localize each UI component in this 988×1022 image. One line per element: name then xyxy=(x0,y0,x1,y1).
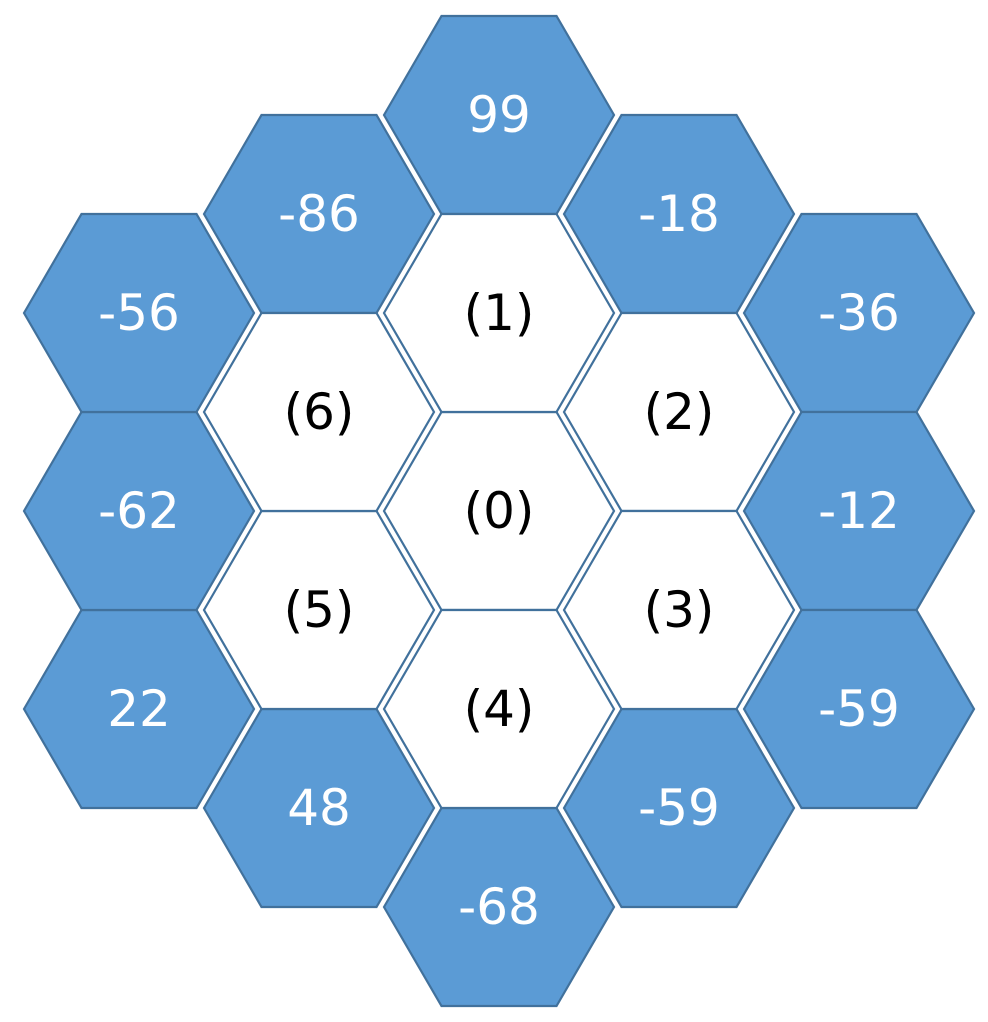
outer-hex-value: -59 xyxy=(638,779,720,837)
inner-hex-label: (0) xyxy=(464,482,535,540)
inner-hex-3: (3) xyxy=(562,509,796,711)
outer-hex-22: 22 xyxy=(22,608,256,810)
outer-hex-shape xyxy=(22,212,256,414)
outer-hex-value: -18 xyxy=(638,185,720,243)
outer-hex-minus-56: -56 xyxy=(22,212,256,414)
outer-hex-value: -68 xyxy=(458,878,540,936)
inner-hex-2: (2) xyxy=(562,311,796,513)
inner-hex-6: (6) xyxy=(202,311,436,513)
outer-hex-minus-62: -62 xyxy=(22,410,256,612)
outer-hex-shape xyxy=(742,608,976,810)
inner-hex-shape xyxy=(562,509,796,711)
outer-hex-minus-68: -68 xyxy=(382,806,616,1008)
outer-hex-minus-86: -86 xyxy=(202,113,436,315)
inner-hex-5: (5) xyxy=(202,509,436,711)
outer-hex-99: 99 xyxy=(382,14,616,216)
inner-hex-shape xyxy=(202,311,436,513)
outer-hex-value: 99 xyxy=(467,86,531,144)
outer-hex-value: -56 xyxy=(98,284,180,342)
outer-hex-value: 22 xyxy=(107,680,171,738)
inner-hex-shape xyxy=(382,212,616,414)
outer-hex-minus-59-right: -59 xyxy=(742,608,976,810)
outer-hex-minus-36: -36 xyxy=(742,212,976,414)
inner-hex-shape xyxy=(382,608,616,810)
outer-hex-value: -62 xyxy=(98,482,180,540)
inner-hex-label: (1) xyxy=(464,284,535,342)
outer-hex-minus-18: -18 xyxy=(562,113,796,315)
outer-hex-minus-59-lower: -59 xyxy=(562,707,796,909)
outer-hex-value: -59 xyxy=(818,680,900,738)
outer-hex-value: 48 xyxy=(287,779,351,837)
outer-hex-value: -86 xyxy=(278,185,360,243)
outer-hex-value: -12 xyxy=(818,482,900,540)
inner-hex-label: (6) xyxy=(284,383,355,441)
inner-hex-label: (2) xyxy=(644,383,715,441)
outer-hex-value: -36 xyxy=(818,284,900,342)
inner-hex-label: (5) xyxy=(284,581,355,639)
inner-hex-1: (1) xyxy=(382,212,616,414)
inner-hex-0: (0) xyxy=(382,410,616,612)
outer-hex-minus-12: -12 xyxy=(742,410,976,612)
outer-hex-48: 48 xyxy=(202,707,436,909)
inner-hex-label: (3) xyxy=(644,581,715,639)
inner-hex-4: (4) xyxy=(382,608,616,810)
inner-hex-label: (4) xyxy=(464,680,535,738)
